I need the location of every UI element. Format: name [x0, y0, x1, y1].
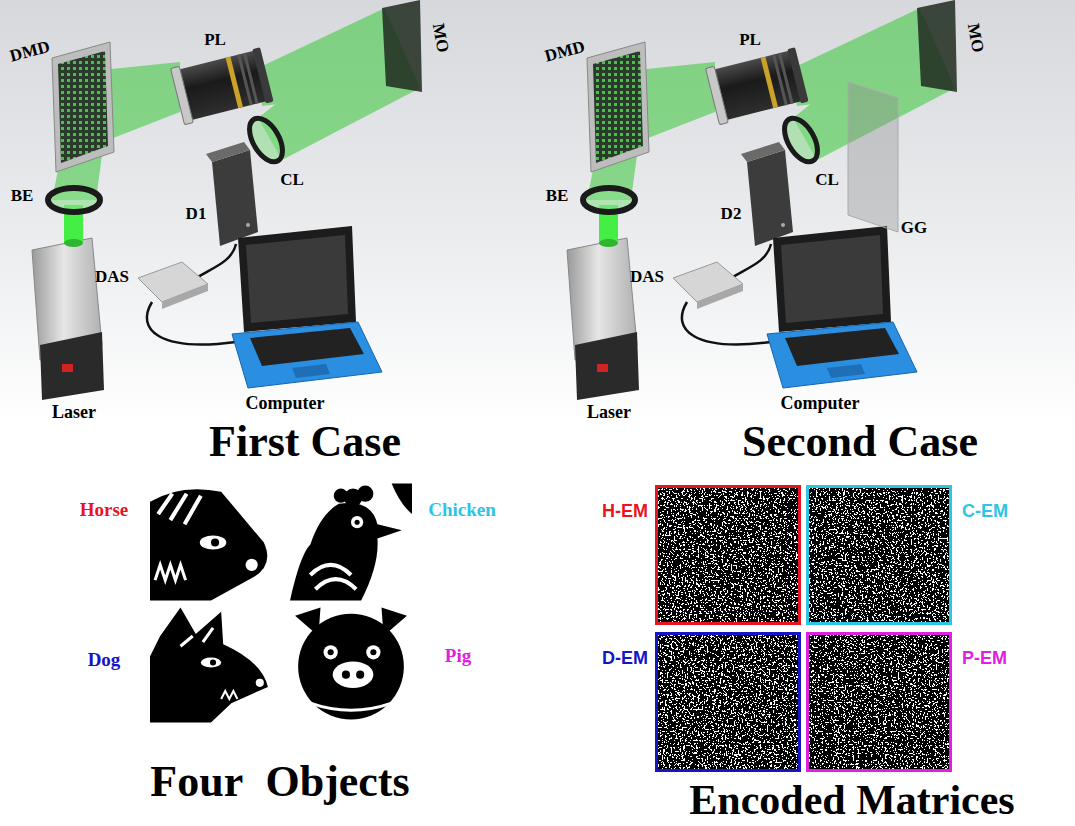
horse-object: [155, 565, 186, 580]
pig-object: [370, 649, 376, 655]
pig-object: [290, 606, 412, 723]
part-label: Laser: [587, 403, 631, 423]
part-label: BE: [11, 187, 34, 206]
encoded-matrix-box: H-EM: [655, 485, 801, 625]
encoded-matrix-pattern: [658, 488, 949, 769]
chicken-object: [392, 484, 412, 515]
chicken-object: [290, 484, 412, 601]
part-label: CL: [280, 171, 304, 190]
part-label: Computer: [246, 394, 325, 414]
encoded-matrix-pattern: [809, 488, 949, 622]
part-label: Computer: [781, 394, 860, 414]
part-label: PL: [204, 31, 226, 50]
dog-object: [150, 608, 268, 723]
horse-object: [150, 489, 267, 600]
object-name: Pig: [445, 646, 471, 667]
pig-object: [333, 661, 374, 687]
chicken-object: [334, 489, 348, 503]
dog-object: [181, 628, 214, 646]
dog-object: [221, 691, 237, 699]
dog-object: [150, 606, 272, 723]
encoded-matrix-box: P-EM: [806, 632, 952, 772]
part-label: GG: [901, 219, 927, 238]
part-label: MO: [963, 22, 986, 54]
section-title: Encoded Matrices: [689, 777, 1014, 823]
pig-object: [342, 671, 350, 679]
part-label: DAS: [95, 268, 129, 287]
part-label: DAS: [630, 268, 664, 287]
part-label: D2: [721, 205, 742, 224]
dog-object: [210, 659, 216, 665]
second-case-setup: [567, 0, 957, 400]
case-title: First Case: [209, 418, 401, 466]
encoded-matrix-box: D-EM: [655, 632, 801, 772]
horse-object: [211, 538, 219, 546]
object-name: Dog: [88, 650, 121, 671]
background-floor: [0, 0, 1075, 425]
horse-object: [150, 484, 272, 601]
chicken-object: [351, 516, 363, 528]
pig-object: [324, 645, 338, 659]
dog-object: [150, 606, 272, 723]
pig-object: [290, 606, 412, 723]
pig-object: [366, 645, 380, 659]
part-label: MO: [428, 22, 451, 54]
object-name: Chicken: [428, 500, 496, 521]
part-label: PL: [739, 31, 761, 50]
encoded-matrix-pattern: [809, 635, 949, 769]
horse-object: [158, 494, 201, 524]
part-label: D1: [186, 205, 207, 224]
horse-object: [150, 484, 272, 601]
chicken-object: [355, 520, 360, 525]
part-label: BE: [546, 187, 569, 206]
matrix-label: H-EM: [602, 502, 648, 522]
part-label: Laser: [52, 403, 96, 423]
dog-object: [201, 657, 221, 667]
part-label: DMD: [8, 38, 52, 67]
pig-object: [310, 703, 391, 710]
chicken-object: [290, 484, 412, 601]
section-title: Four Objects: [150, 758, 409, 806]
pig-object: [295, 608, 407, 636]
pig-object: [356, 671, 364, 679]
matrix-label: D-EM: [602, 649, 648, 669]
horse-object: [246, 559, 258, 571]
pig-object: [328, 649, 334, 655]
ground-glass: [848, 82, 898, 232]
matrix-label: C-EM: [962, 502, 1008, 522]
part-label: CL: [815, 171, 839, 190]
ground-glass: [848, 82, 898, 232]
encoded-matrix-box: C-EM: [806, 485, 952, 625]
matrix-label: P-EM: [962, 649, 1007, 669]
part-label: DMD: [543, 38, 587, 67]
chicken-object: [310, 565, 356, 589]
case-title: Second Case: [742, 418, 978, 466]
encoded-matrix-pattern: [658, 635, 798, 769]
first-case-setup: [32, 0, 422, 400]
chicken-object: [290, 503, 402, 600]
chicken-object: [357, 486, 373, 502]
encoded-matrix-pattern: [658, 488, 798, 622]
object-name: Horse: [80, 500, 129, 521]
dog-object: [256, 679, 264, 687]
horse-object: [200, 535, 226, 549]
